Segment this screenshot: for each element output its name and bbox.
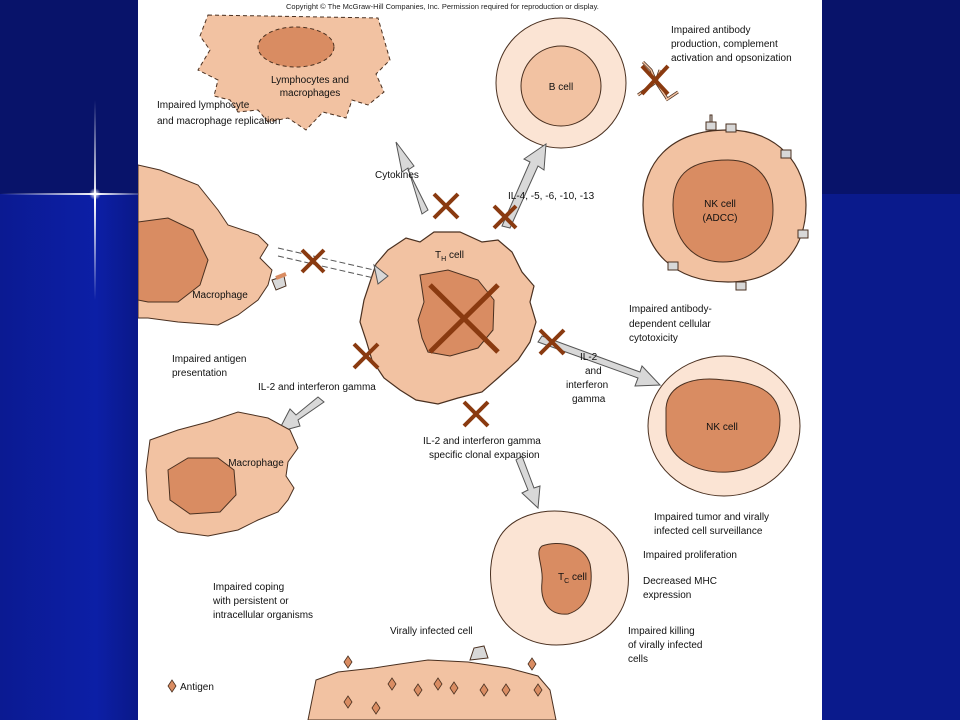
th-cell-label: TH cell	[435, 250, 464, 263]
il4-label: IL-4, -5, -6, -10, -13	[508, 191, 595, 202]
b-cell-label: B cell	[549, 82, 573, 93]
nk-cell-adcc: NK cell (ADCC)	[642, 114, 809, 291]
effect-coping-1: Impaired coping	[213, 582, 284, 593]
effect-mhc-2: expression	[643, 590, 691, 601]
effect-tumor-2: infected cell surveillance	[654, 526, 763, 537]
il2-right-2: and	[585, 366, 602, 377]
background-right	[822, 194, 960, 720]
nk-cell: NK cell	[647, 355, 801, 497]
lymph-macro-label-2: macrophages	[280, 88, 341, 99]
effect-adcc-1: Impaired antibody-	[629, 304, 712, 315]
tc-cell-label: TC cell	[558, 572, 587, 585]
effect-coping-3: intracellular organisms	[213, 610, 313, 621]
virally-infected-cell	[307, 645, 557, 720]
antigen-legend: Antigen	[167, 679, 214, 693]
lymph-macro-label-1: Lymphocytes and	[271, 75, 349, 86]
effect-antibody-2: production, complement	[671, 39, 778, 50]
effect-antibody-1: Impaired antibody	[671, 25, 751, 36]
th-cell: TH cell	[359, 231, 537, 405]
macrophage-top-left: Macrophage	[138, 164, 287, 326]
nk-adcc-label-2: (ADCC)	[703, 213, 738, 224]
il2-ifn-left-label: IL-2 and interferon gamma	[258, 382, 376, 393]
effect-adcc-3: cytotoxicity	[629, 333, 678, 344]
diagram-panel: Copyright © The McGraw-Hill Companies, I…	[138, 0, 822, 720]
nk-cell-label: NK cell	[706, 422, 738, 433]
cytokines-label: Cytokines	[375, 170, 419, 181]
effect-lymph-1: Impaired lymphocyte	[157, 100, 250, 111]
macrophage-2-label: Macrophage	[228, 458, 284, 469]
effect-antigen-1: Impaired antigen	[172, 354, 247, 365]
b-cell: B cell	[495, 17, 627, 149]
il2-right-3: interferon	[566, 380, 608, 391]
effect-killing-1: Impaired killing	[628, 626, 695, 637]
background-right-top	[822, 0, 960, 194]
immune-diagram: Copyright © The McGraw-Hill Companies, I…	[138, 2, 809, 720]
antigen-label: Antigen	[180, 682, 214, 693]
effect-prolif: Impaired proliferation	[643, 550, 737, 561]
lens-flare-center	[89, 188, 101, 200]
lens-flare-vertical	[94, 100, 96, 300]
clonal-label-1: IL-2 and interferon gamma	[423, 436, 541, 447]
effect-lymph-2: and macrophage replication	[157, 116, 280, 127]
clonal-label-2: specific clonal expansion	[429, 450, 540, 461]
effect-killing-2: of virally infected	[628, 640, 702, 651]
tc-cell: TC cell	[490, 510, 629, 646]
lens-flare-horizontal	[0, 193, 138, 195]
effect-mhc-1: Decreased MHC	[643, 576, 717, 587]
virally-infected-label: Virally infected cell	[390, 626, 473, 637]
copyright-text: Copyright © The McGraw-Hill Companies, I…	[286, 2, 599, 11]
macrophage-1-label: Macrophage	[192, 290, 248, 301]
lymphocytes-macrophages-cell: Lymphocytes and macrophages	[197, 14, 391, 131]
antigen-icon	[167, 679, 177, 693]
il2-right-4: gamma	[572, 394, 606, 405]
effect-adcc-2: dependent cellular	[629, 319, 711, 330]
effect-antibody-3: activation and opsonization	[671, 53, 792, 64]
background-left-top	[0, 0, 138, 194]
effect-antigen-2: presentation	[172, 368, 227, 379]
background-left	[0, 194, 138, 720]
effect-coping-2: with persistent or	[212, 596, 289, 607]
effect-tumor-1: Impaired tumor and virally	[654, 512, 769, 523]
effect-killing-3: cells	[628, 654, 648, 665]
nk-adcc-label-1: NK cell	[704, 199, 736, 210]
macrophage-bottom-left: Macrophage	[145, 411, 299, 537]
inhibition-crosses	[300, 192, 566, 428]
il2-right-1: IL-2	[580, 352, 598, 363]
antibody-icon	[637, 60, 679, 102]
